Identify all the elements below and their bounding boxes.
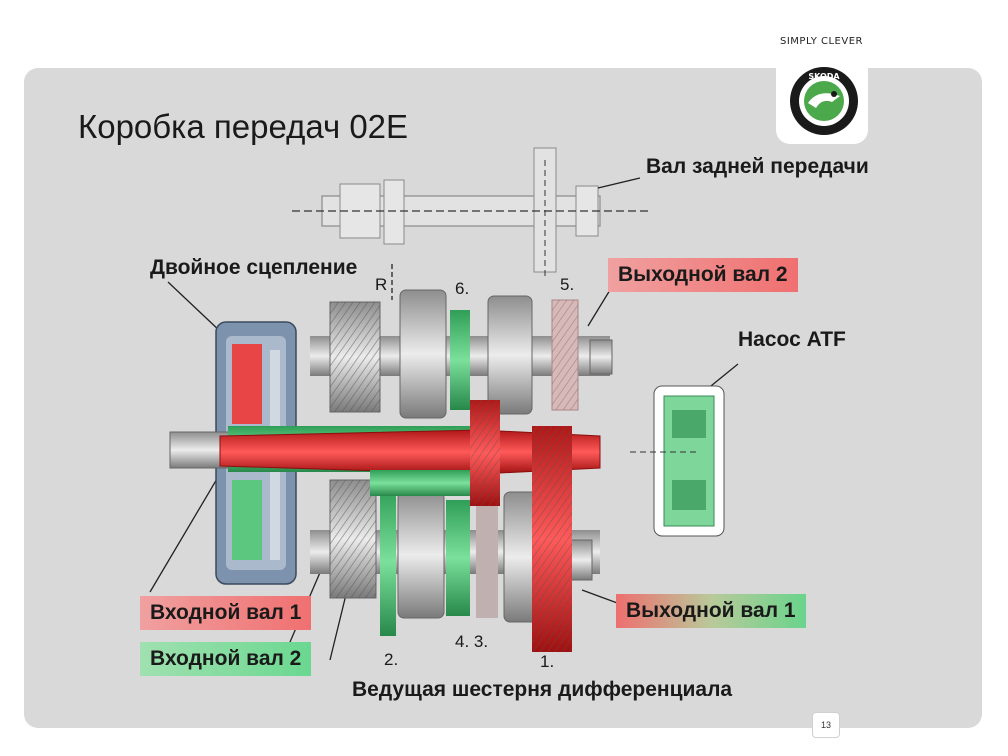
label-atf-pump: Насос ATF xyxy=(738,328,846,351)
brand-slogan: SIMPLY CLEVER xyxy=(780,36,863,47)
label-input-shaft-1: Входной вал 1 xyxy=(140,596,312,630)
gear-label-6: 6. xyxy=(455,279,470,298)
reverse-shaft-drawing xyxy=(292,147,652,280)
label-input-shaft-2: Входной вал 2 xyxy=(140,642,312,676)
svg-text:SKODA: SKODA xyxy=(808,72,840,81)
page-title: Коробка передач 02E xyxy=(78,108,409,145)
label-output-shaft-1: Выходной вал 1 xyxy=(616,594,806,628)
gear-label-5: 5. xyxy=(560,275,575,294)
label-diff-gear: Ведущая шестерня дифференциала xyxy=(352,678,733,701)
gear-label-1: 1. xyxy=(540,652,555,671)
gear-label-4-3: 4. 3. xyxy=(455,632,489,651)
label-reverse-shaft: Вал задней передачи xyxy=(646,155,869,178)
gear-label-2: 2. xyxy=(384,650,399,669)
gear-label-r: R xyxy=(375,275,388,294)
atf-pump-drawing xyxy=(630,385,725,537)
output-shaft-2-gears xyxy=(310,289,613,419)
input-shafts-drawing xyxy=(169,400,601,652)
label-dual-clutch: Двойное сцепление xyxy=(150,256,358,279)
label-output-shaft-2: Выходной вал 2 xyxy=(608,258,798,292)
skoda-logo: SKODA xyxy=(790,67,858,135)
page-number: 13 xyxy=(812,712,840,738)
